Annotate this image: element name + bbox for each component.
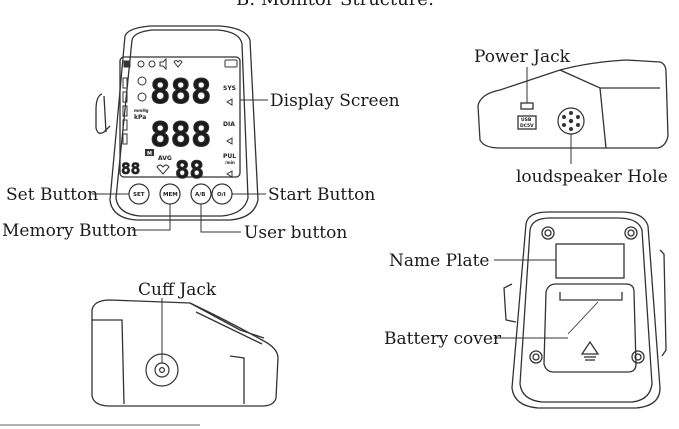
heart-outline-icon <box>173 60 183 68</box>
pressure-level-bar <box>122 77 128 145</box>
pul-unit-label: /min <box>225 160 235 165</box>
bluetooth-icon <box>123 60 131 68</box>
mmhg-label: mmHg <box>134 108 149 113</box>
power-jack-label: Power Jack <box>474 47 571 67</box>
usb-label: USB <box>521 117 532 123</box>
heart-rate-icon <box>156 164 170 175</box>
memory-digits: 88 <box>121 159 140 178</box>
svg-text:MEM: MEM <box>163 192 178 198</box>
pul-label: PUL <box>223 153 236 160</box>
memory-button-label: Memory Button <box>2 221 137 241</box>
loudspeaker-hole <box>557 107 585 135</box>
user-icons <box>137 76 147 102</box>
svg-text:A/B: A/B <box>195 192 205 198</box>
power-jack-port <box>520 102 534 110</box>
start-button-label: Start Button <box>268 185 375 205</box>
mem-badge: M <box>145 149 154 157</box>
dc5v-label: DC5V <box>520 123 534 129</box>
monitor-front-body <box>115 29 249 217</box>
cuff-jack-label: Cuff Jack <box>138 280 217 300</box>
avg-label: AVG <box>158 155 172 162</box>
mem-button[interactable]: MEM <box>159 183 181 205</box>
loudspeaker-hole-label: loudspeaker Hole <box>516 167 668 187</box>
display-screen-label: Display Screen <box>270 91 400 111</box>
battery-icon <box>224 59 238 68</box>
dia-label: DIA <box>223 121 235 128</box>
header-title: B: Monitor Structure: <box>236 0 434 10</box>
svg-text:M: M <box>147 151 152 157</box>
set-button[interactable]: SET <box>128 183 150 205</box>
name-plate-label: Name Plate <box>389 251 490 271</box>
status-icons-row <box>123 57 238 71</box>
open-arrow-icon <box>580 340 600 355</box>
front-view <box>95 25 259 221</box>
sys-label: SYS <box>223 85 236 92</box>
sys-digits: 888 <box>150 72 211 112</box>
battery-cover <box>543 283 637 373</box>
name-plate <box>555 243 625 279</box>
user-b-icon <box>137 92 147 102</box>
speaker-icon <box>159 57 167 71</box>
usb-dc5v-label-box <box>517 115 537 130</box>
side-view-power <box>477 59 669 149</box>
user-button[interactable]: A/B <box>190 183 212 205</box>
pul-digits: 88 <box>175 156 204 184</box>
user-button-label: User button <box>244 223 347 243</box>
kpa-label: kPa <box>134 114 146 121</box>
start-button[interactable]: O/I <box>211 183 233 205</box>
user-a-icon <box>137 76 147 86</box>
indicator-arrows <box>226 98 233 178</box>
display-screen <box>119 56 241 178</box>
error-icon <box>148 60 156 68</box>
check-icon <box>137 60 145 68</box>
dia-digits: 888 <box>150 115 211 155</box>
battery-cover-label: Battery cover <box>384 329 502 349</box>
side-view-cuff <box>91 299 279 407</box>
svg-text:SET: SET <box>133 192 145 198</box>
set-button-label: Set Button <box>6 185 98 205</box>
svg-text:O/I: O/I <box>217 192 226 198</box>
back-view <box>503 211 667 409</box>
